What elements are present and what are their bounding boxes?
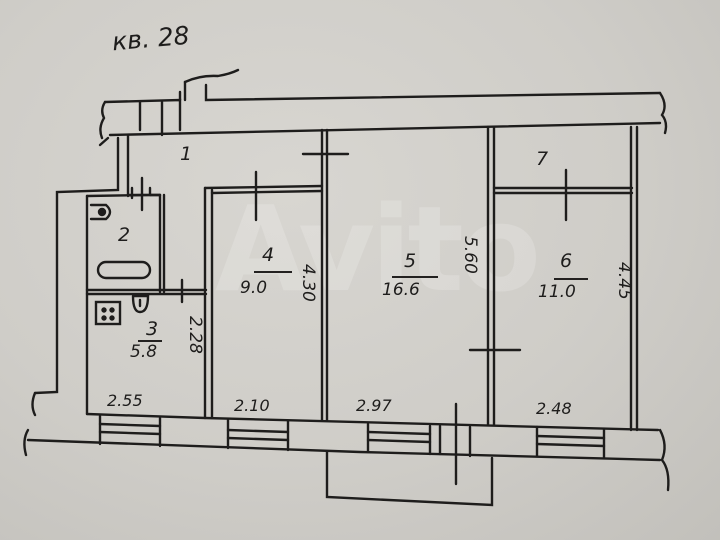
window (535, 425, 606, 460)
window (366, 422, 432, 456)
bathtub-icon (96, 260, 152, 280)
room-6-number: 6 (560, 250, 573, 272)
room-7-number: 7 (536, 148, 549, 170)
sink-icon (89, 203, 112, 221)
exterior-wall-inner (85, 412, 660, 432)
window (98, 414, 162, 448)
room-4-width: 2.10 (234, 396, 270, 415)
toilet-icon (131, 294, 150, 314)
room-5-number: 5 (404, 250, 417, 272)
room-6-area: 11.0 (538, 282, 576, 302)
room-6-fraction-line (554, 278, 588, 280)
room-4-fraction-line (254, 271, 292, 273)
room-2-number: 2 (118, 224, 131, 246)
room-6-length: 4.45 (614, 262, 634, 300)
apartment-title: кв. 28 (110, 20, 191, 57)
room-4-number: 4 (262, 244, 275, 266)
room-5-area: 16.6 (382, 280, 420, 300)
room-1-number: 1 (180, 143, 193, 165)
stove-icon (94, 300, 122, 326)
stairwell (98, 68, 662, 147)
room-6-width: 2.48 (536, 399, 572, 418)
room-4-length: 4.30 (298, 264, 318, 302)
exterior-wall-outer (26, 438, 662, 462)
room-3-width: 2.55 (107, 391, 143, 410)
window (226, 418, 290, 452)
room-3-fraction-line (138, 340, 162, 342)
balcony (325, 450, 494, 507)
room-3-length: 2.28 (185, 316, 205, 354)
room-3-number: 3 (146, 318, 159, 340)
room-5-fraction-line (392, 276, 438, 278)
room-5-width: 2.97 (356, 396, 392, 415)
watermark: Avito (215, 180, 541, 318)
room-5-length: 5.60 (460, 236, 480, 274)
room-3-area: 5.8 (130, 342, 158, 362)
corridor-wall (108, 121, 662, 137)
room-4-area: 9.0 (240, 278, 268, 298)
